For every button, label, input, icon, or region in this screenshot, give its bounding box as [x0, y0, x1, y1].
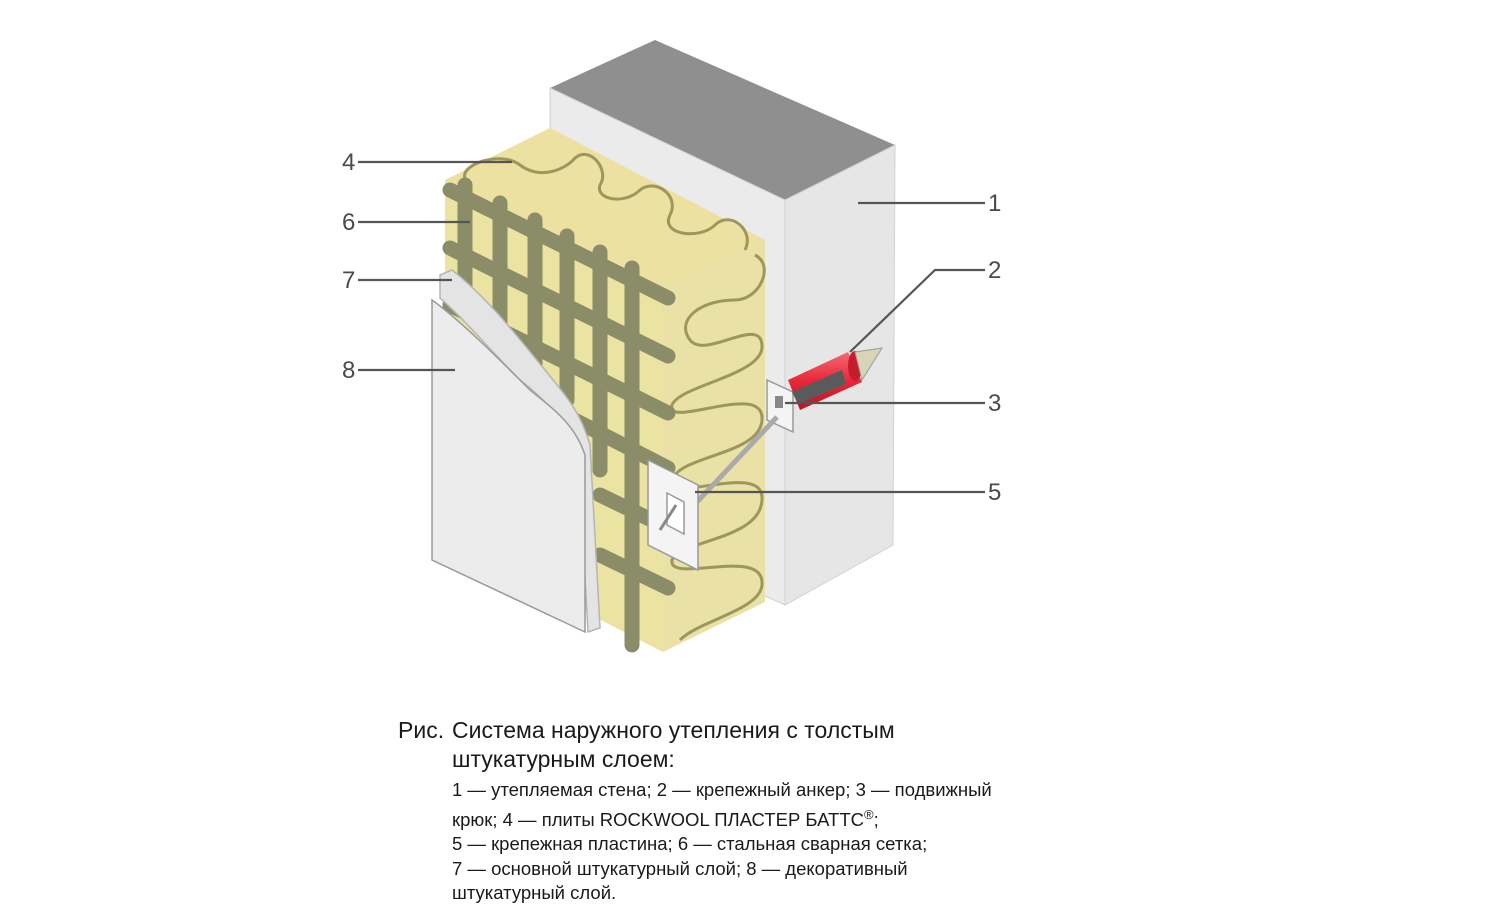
- callout-6: 6: [342, 209, 355, 236]
- fastening-plate: [647, 458, 699, 572]
- decorative-plaster-layer: [431, 298, 586, 634]
- caption-title-line-2: штукатурным слоем:: [452, 746, 675, 772]
- legend-line-4: 7 — основной штукатурный слой; 8 — декор…: [452, 857, 908, 879]
- callout-3: 3: [988, 390, 1001, 417]
- caption-title-line-1: Система наружного утепления с толстым: [452, 717, 895, 743]
- legend-line-1: 1 — утепляемая стена; 2 — крепежный анке…: [452, 779, 992, 800]
- wall-insulation-diagram: 1 2 3 4 5 6 7 8: [342, 40, 1001, 653]
- caption-title: Система наружного утепления с толстым шт…: [452, 716, 1118, 774]
- callout-1: 1: [988, 190, 1001, 217]
- base-plaster-layer: [439, 269, 601, 634]
- legend-line-5: штукатурный слой.: [452, 882, 617, 904]
- insulation-coil-top: [463, 152, 749, 251]
- fastening-anchor: [788, 347, 883, 410]
- callout-numbers: 1 2 3 4 5 6 7 8: [342, 149, 1001, 506]
- callout-2: 2: [988, 257, 1001, 284]
- callout-5: 5: [988, 479, 1001, 506]
- caption-header: Рис. Система наружного утепления с толст…: [398, 716, 1118, 774]
- wall-top-face: [550, 40, 895, 200]
- legend-line-2-suffix: ;: [873, 808, 879, 830]
- insulation-coil-side: [670, 253, 766, 642]
- callout-7: 7: [342, 267, 355, 294]
- callout-8: 8: [342, 357, 355, 384]
- caption-legend: 1 — утепляемая стена; 2 — крепежный анке…: [452, 778, 1118, 906]
- registered-mark: ®: [864, 806, 874, 822]
- figure-caption: Рис. Система наружного утепления с толст…: [398, 716, 1118, 906]
- legend-line-2: крюк; 4 — плиты ROCKWOOL ПЛАСТЕР БАТТС®;: [452, 803, 1118, 833]
- leader-lines: [358, 160, 985, 494]
- callout-4: 4: [342, 149, 355, 176]
- legend-line-3: 5 — крепежная пластина; 6 — стальная сва…: [452, 833, 928, 855]
- legend-line-2-text: крюк; 4 — плиты ROCKWOOL ПЛАСТЕР БАТТС: [452, 808, 865, 830]
- caption-prefix: Рис.: [398, 717, 445, 743]
